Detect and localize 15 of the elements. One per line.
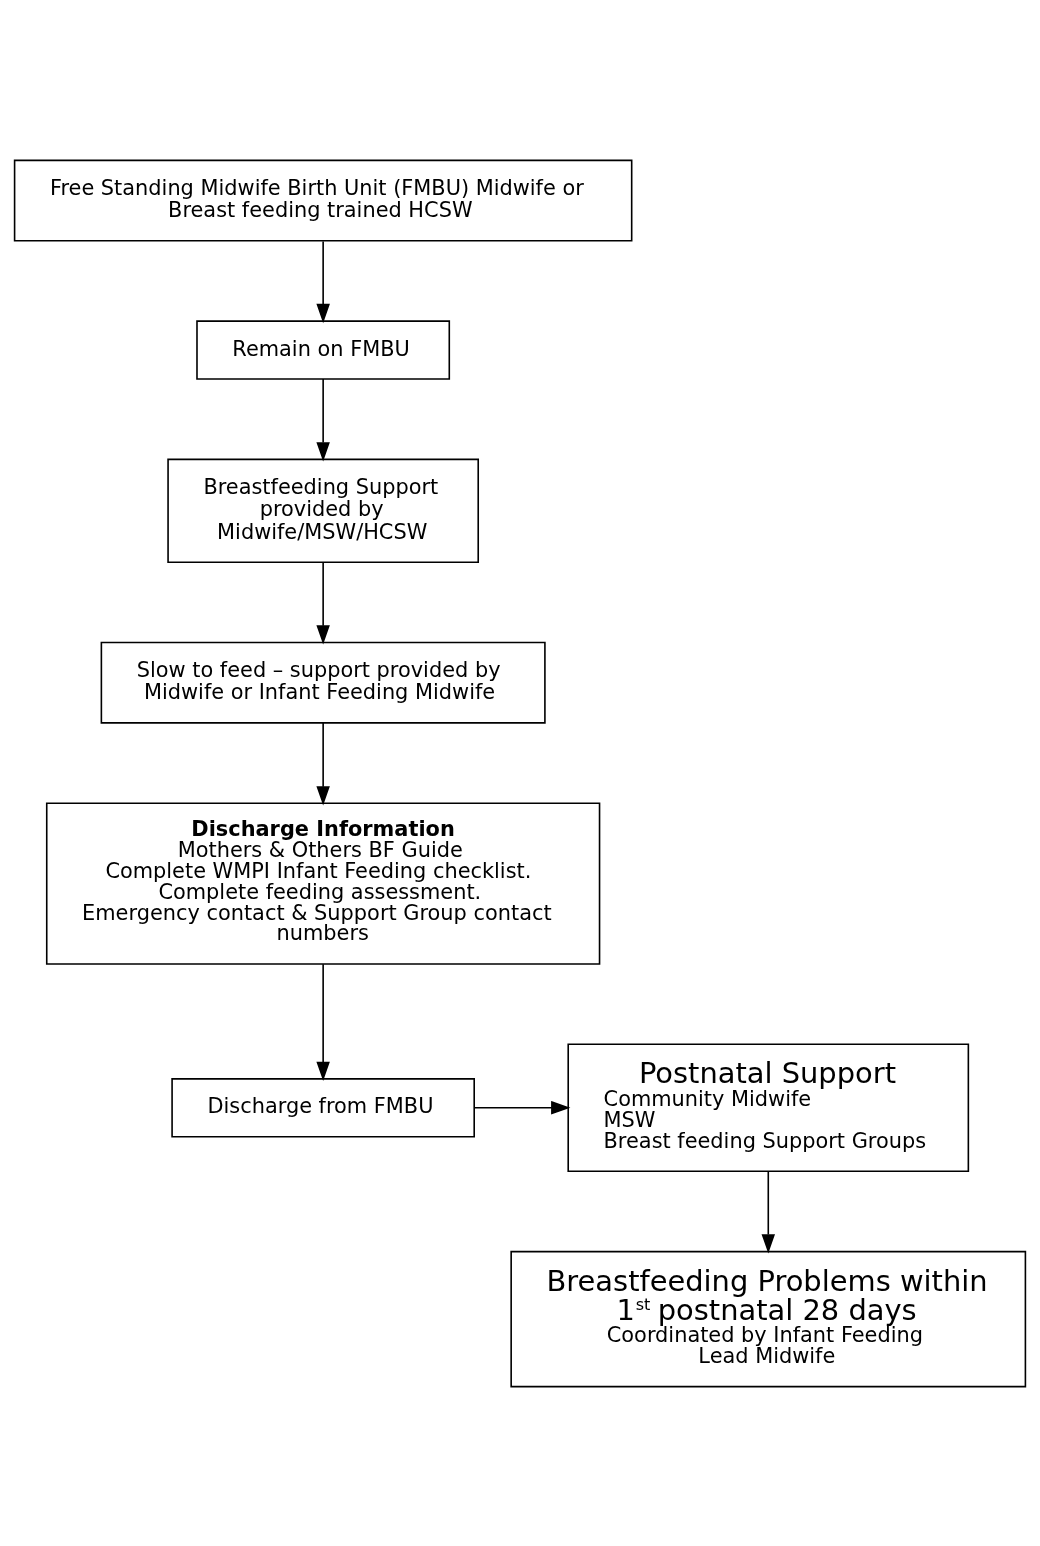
arrow xyxy=(761,1169,776,1254)
node-box: Breastfeeding Problems within 1$^{st}$ postnatal 28 days Coordinated by Infant Feeding Lead Midwife xyxy=(510,1250,1027,1387)
arrow xyxy=(473,1100,571,1114)
node-box: Remain on FMBU xyxy=(196,319,451,380)
node-box: Discharge from FMBU xyxy=(171,1077,475,1137)
arrow xyxy=(316,561,330,645)
arrow xyxy=(316,963,330,1081)
arrow xyxy=(316,377,330,462)
arrow xyxy=(316,240,330,323)
node-box: Postnatal Support Community Midwife MSW Breast feeding Support Groups xyxy=(567,1042,970,1172)
node-box: Slow to feed – support provided by Midwife or Infant Feeding Midwife xyxy=(100,641,546,724)
node-box: Breastfeeding Support provided by Midwife/MSW/HCSW xyxy=(167,458,480,563)
node-box: Discharge Information Mothers & Others BF Guide Complete WMPI Infant Feeding checklist. Complete feeding assessment. Emergency contact & Support Group contact numbers xyxy=(45,801,601,965)
node-box: Free Standing Midwife Birth Unit (FMBU) Midwife or Breast feeding trained HCSW xyxy=(13,159,633,242)
arrow xyxy=(316,721,330,805)
